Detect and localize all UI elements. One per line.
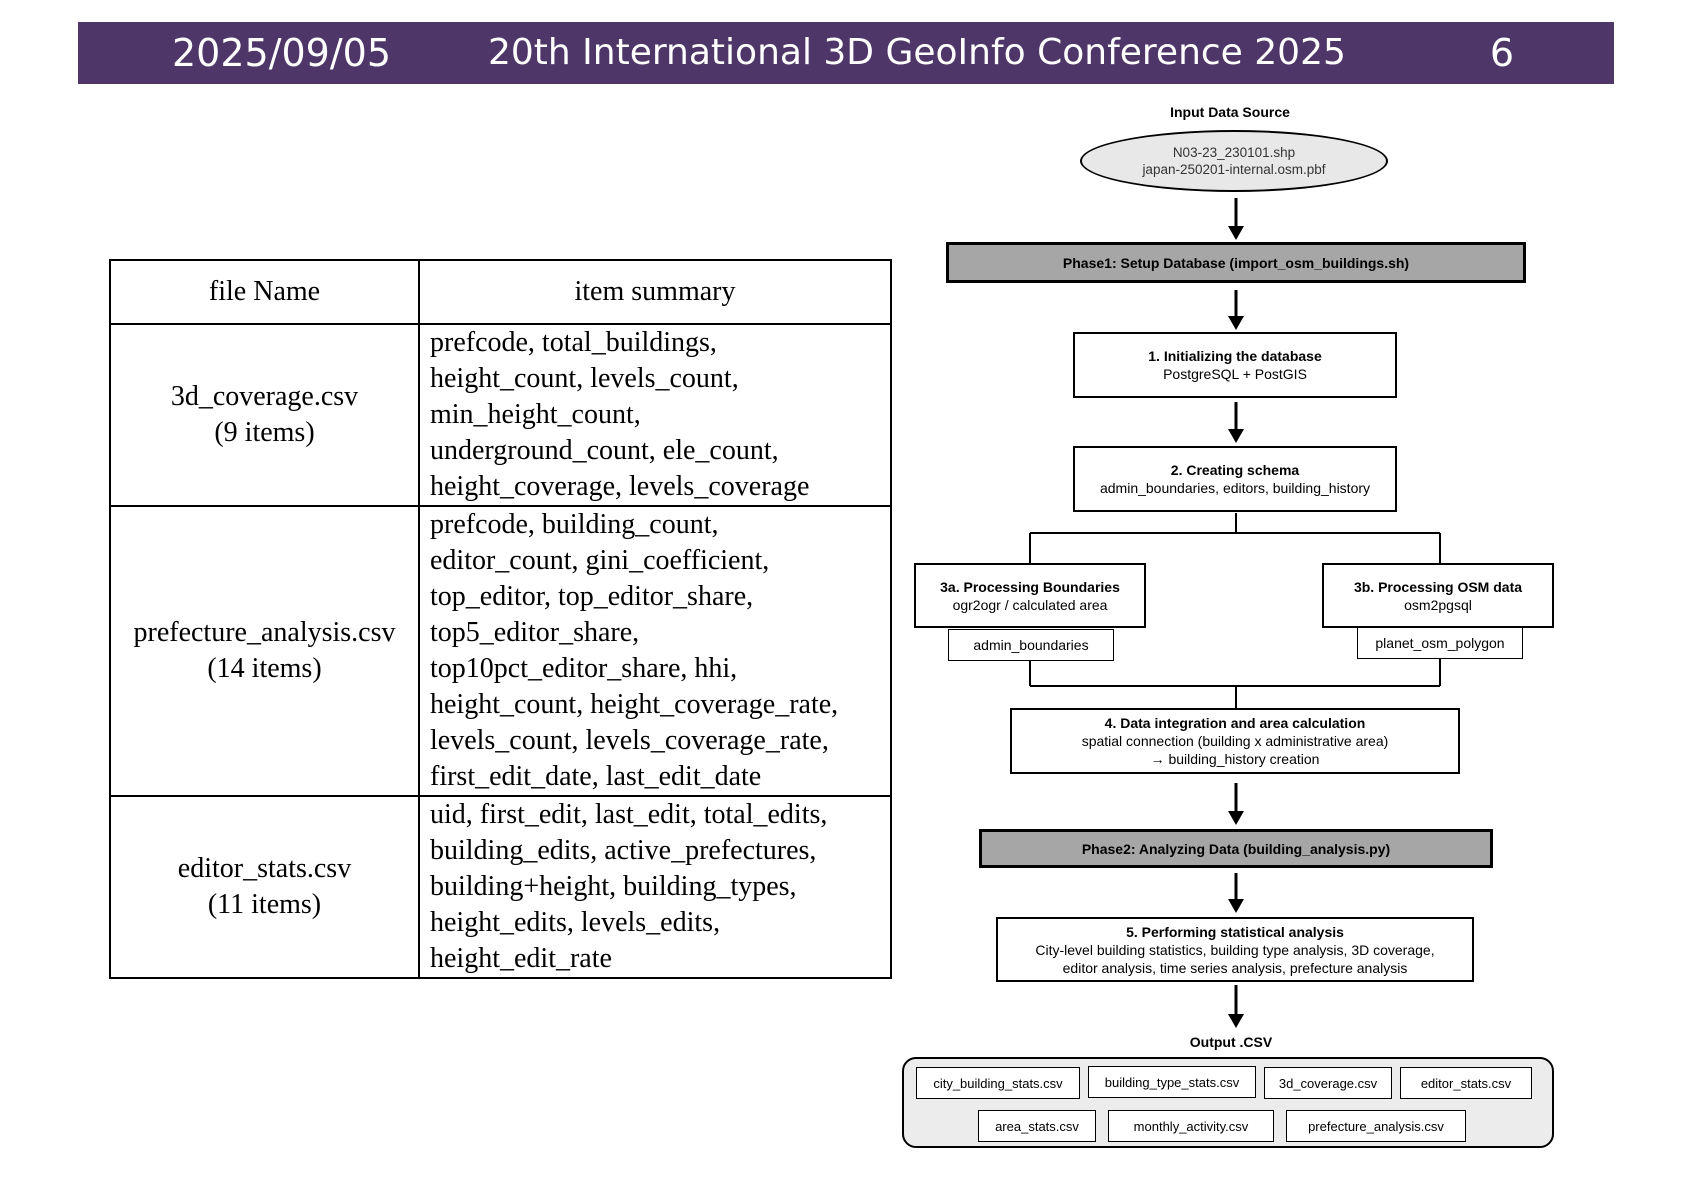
table-row: prefecture_analysis.csv (14 items) prefc…: [109, 505, 892, 797]
step4-title: 4. Data integration and area calculation: [1104, 715, 1366, 731]
file-name: editor_stats.csv: [177, 853, 352, 884]
slide-title: 20th International 3D GeoInfo Conference…: [488, 32, 1346, 73]
item-line: top5_editor_share,: [430, 617, 640, 648]
input-data-source-label: Input Data Source: [1170, 104, 1290, 120]
output-file: prefecture_analysis.csv: [1286, 1110, 1466, 1142]
step5-title: 5. Performing statistical analysis: [1126, 923, 1344, 940]
step1-desc: PostgreSQL + PostGIS: [1163, 366, 1307, 382]
item-summary-cell: prefcode, total_buildings, height_count,…: [418, 323, 892, 507]
item-summary-cell: prefcode, building_count, editor_count, …: [418, 505, 892, 797]
item-line: height_count, levels_count,: [430, 363, 739, 394]
step5-desc: editor analysis, time series analysis, p…: [1062, 959, 1408, 976]
file-items-table: file Name item summary 3d_coverage.csv (…: [109, 259, 892, 979]
file-name: 3d_coverage.csv: [170, 381, 359, 412]
item-count: (14 items): [207, 653, 322, 684]
file-name-cell: editor_stats.csv (11 items): [109, 795, 420, 979]
item-count: (9 items): [214, 417, 315, 448]
item-line: levels_count, levels_coverage_rate,: [430, 725, 829, 756]
step3b-desc: osm2pgsql: [1404, 596, 1472, 613]
item-line: height_edit_rate: [430, 943, 612, 974]
output-csv-group: city_building_stats.csv building_type_st…: [902, 1057, 1554, 1148]
input-file: japan-250201-internal.osm.pbf: [1142, 162, 1326, 177]
item-line: editor_count, gini_coefficient,: [430, 545, 770, 576]
item-line: building_edits, active_prefectures,: [430, 835, 817, 866]
table-row: 3d_coverage.csv (9 items) prefcode, tota…: [109, 323, 892, 507]
output-csv-label: Output .CSV: [1189, 1034, 1273, 1050]
page-number: 6: [1489, 31, 1514, 75]
step2-desc: admin_boundaries, editors, building_hist…: [1099, 480, 1371, 496]
output-file: monthly_activity.csv: [1108, 1110, 1274, 1142]
item-line: top10pct_editor_share, hhi,: [430, 653, 738, 684]
input-file: N03-23_230101.shp: [1172, 145, 1296, 160]
item-line: height_coverage, levels_coverage: [430, 471, 810, 502]
phase2-box: Phase2: Analyzing Data (building_analysi…: [979, 829, 1493, 868]
item-count: (11 items): [207, 889, 322, 920]
step3b-box: 3b. Processing OSM data osm2pgsql: [1322, 563, 1554, 628]
item-line: first_edit_date, last_edit_date: [430, 761, 762, 792]
slide-date: 2025/09/05: [172, 31, 392, 75]
item-summary-cell: uid, first_edit, last_edit, total_edits,…: [418, 795, 892, 979]
planet-osm-polygon-table: planet_osm_polygon: [1357, 627, 1523, 659]
table-header-row: file Name item summary: [109, 259, 892, 325]
item-line: underground_count, ele_count,: [430, 435, 779, 466]
step3a-desc: ogr2ogr / calculated area: [952, 596, 1108, 613]
output-file: 3d_coverage.csv: [1264, 1067, 1392, 1099]
step2-title: 2. Creating schema: [1170, 462, 1300, 478]
step1-box: 1. Initializing the database PostgreSQL …: [1073, 332, 1397, 398]
step4-desc: spatial connection (building x administr…: [1081, 733, 1389, 749]
column-header-file-name: file Name: [109, 259, 420, 325]
column-header-item-summary: item summary: [418, 259, 892, 325]
file-name-cell: 3d_coverage.csv (9 items): [109, 323, 420, 507]
step4-desc: → building_history creation: [1150, 751, 1320, 767]
step5-box: 5. Performing statistical analysis City-…: [996, 917, 1474, 982]
file-name-cell: prefecture_analysis.csv (14 items): [109, 505, 420, 797]
step1-title: 1. Initializing the database: [1148, 348, 1322, 364]
step4-box: 4. Data integration and area calculation…: [1010, 708, 1460, 774]
slide-header: 2025/09/05 20th International 3D GeoInfo…: [78, 22, 1614, 84]
step3a-title: 3a. Processing Boundaries: [940, 578, 1120, 595]
input-data-source: N03-23_230101.shp japan-250201-internal.…: [1080, 130, 1388, 192]
item-line: building+height, building_types,: [430, 871, 797, 902]
file-name: prefecture_analysis.csv: [133, 617, 396, 648]
phase1-box: Phase1: Setup Database (import_osm_build…: [946, 242, 1526, 283]
output-file: city_building_stats.csv: [916, 1067, 1080, 1099]
item-line: prefcode, building_count,: [430, 509, 719, 540]
output-file: editor_stats.csv: [1400, 1067, 1532, 1099]
item-line: uid, first_edit, last_edit, total_edits,: [430, 799, 828, 830]
output-file: building_type_stats.csv: [1088, 1066, 1256, 1098]
step3b-title: 3b. Processing OSM data: [1353, 578, 1523, 595]
admin-boundaries-table: admin_boundaries: [948, 629, 1114, 661]
step5-desc: City-level building statistics, building…: [1035, 941, 1435, 958]
step2-box: 2. Creating schema admin_boundaries, edi…: [1073, 446, 1397, 512]
step3a-box: 3a. Processing Boundaries ogr2ogr / calc…: [914, 563, 1146, 628]
item-line: height_edits, levels_edits,: [430, 907, 721, 938]
item-line: prefcode, total_buildings,: [430, 327, 717, 358]
item-line: min_height_count,: [430, 399, 641, 430]
table-row: editor_stats.csv (11 items) uid, first_e…: [109, 795, 892, 979]
item-line: height_count, height_coverage_rate,: [430, 689, 839, 720]
item-line: top_editor, top_editor_share,: [430, 581, 754, 612]
output-file: area_stats.csv: [978, 1110, 1096, 1142]
